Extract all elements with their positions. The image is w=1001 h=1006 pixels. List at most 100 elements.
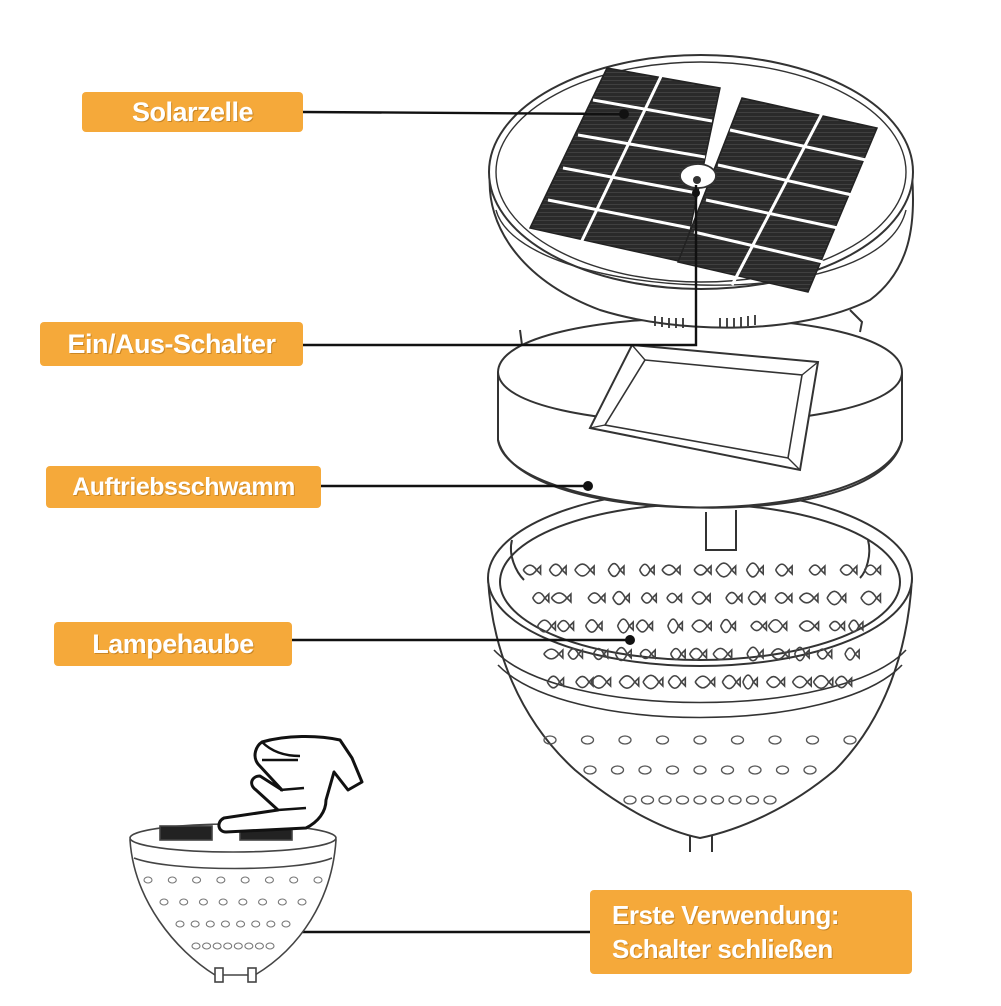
hood-hole bbox=[839, 564, 858, 576]
hood-hole bbox=[693, 795, 707, 805]
hood-hole bbox=[793, 646, 810, 662]
lamp-hole bbox=[238, 898, 248, 906]
hood-hole bbox=[550, 592, 572, 604]
hood-hole bbox=[614, 646, 632, 662]
lamp-hole bbox=[220, 920, 230, 928]
hood-hole bbox=[834, 675, 853, 689]
hood-hole bbox=[584, 619, 603, 633]
hood-hole bbox=[765, 675, 786, 689]
label-first-use: Erste Verwendung: Schalter schließen bbox=[590, 890, 912, 974]
hood-hole bbox=[665, 765, 680, 775]
hood-hole bbox=[522, 564, 542, 576]
lamp-hole bbox=[233, 942, 243, 950]
hood-hole bbox=[750, 620, 768, 632]
hood-hole bbox=[658, 795, 672, 805]
hood-hole bbox=[675, 795, 690, 805]
lamp-hole bbox=[244, 942, 254, 950]
hood-hole bbox=[798, 620, 820, 632]
hood-hole bbox=[548, 563, 567, 577]
hood-hole bbox=[747, 590, 766, 606]
hood-hole bbox=[798, 592, 819, 604]
hood-hole bbox=[730, 735, 745, 745]
hood-holes bbox=[522, 562, 882, 690]
first-use-line1: Erste Verwendung: bbox=[612, 900, 840, 930]
hood-hole bbox=[667, 674, 687, 690]
first-use-line2: Schalter schließen bbox=[612, 934, 833, 964]
hood-hole bbox=[639, 648, 656, 660]
lamp-hole bbox=[179, 898, 189, 906]
lamp-hole bbox=[218, 898, 228, 906]
lamp-hole bbox=[289, 876, 299, 884]
hood-hole bbox=[580, 735, 595, 745]
hood-hole bbox=[803, 765, 817, 775]
hood-hole bbox=[763, 795, 777, 805]
hood-hole bbox=[575, 675, 594, 689]
hood-hole bbox=[618, 735, 632, 745]
hand-pointing-icon bbox=[217, 734, 364, 834]
lamp-hole bbox=[202, 942, 212, 950]
hood-hole bbox=[694, 675, 716, 689]
hood-hole bbox=[745, 795, 760, 805]
hood-hole bbox=[812, 674, 834, 690]
hood-hole bbox=[642, 674, 664, 690]
lamp-hole bbox=[265, 942, 275, 950]
hood-hole bbox=[583, 765, 597, 775]
lamp-hole bbox=[205, 920, 215, 928]
hood-hole bbox=[775, 765, 790, 775]
hood-hole bbox=[843, 735, 857, 745]
lamp-hole bbox=[175, 920, 185, 928]
hood-hole bbox=[669, 647, 686, 661]
hood-hole bbox=[667, 618, 684, 634]
switch-icon bbox=[679, 163, 717, 189]
lamp-hole bbox=[143, 876, 153, 884]
lamp-hole bbox=[198, 898, 208, 906]
hood-hole bbox=[590, 675, 612, 689]
hood-hole bbox=[774, 563, 793, 577]
label-solar-cell: Solarzelle bbox=[82, 92, 303, 132]
hood-hole bbox=[616, 618, 634, 634]
label-lamp-hood: Lampehaube bbox=[54, 622, 292, 666]
hood-hole bbox=[693, 564, 712, 576]
hood-hole bbox=[638, 563, 655, 577]
lamp-hole bbox=[167, 876, 177, 884]
lamp-hole bbox=[281, 920, 291, 928]
hood-hole bbox=[745, 562, 765, 578]
label-buoyancy-sponge: Auftriebsschwamm bbox=[46, 466, 321, 508]
hood-hole bbox=[774, 592, 793, 604]
hood-hole bbox=[546, 675, 565, 689]
hood-hole bbox=[691, 591, 711, 605]
hood-hole bbox=[816, 648, 833, 660]
lamp-hole bbox=[313, 876, 323, 884]
hood-hole bbox=[666, 592, 683, 604]
buoyancy-sponge-drawing bbox=[496, 309, 904, 509]
hood-hole bbox=[770, 648, 790, 660]
lamp-hole bbox=[277, 898, 287, 906]
hood-hole bbox=[592, 647, 609, 661]
hood-hole bbox=[640, 795, 655, 805]
lamp-hood-drawing bbox=[487, 489, 913, 852]
label-on-off-switch: Ein/Aus-Schalter bbox=[40, 322, 303, 366]
hood-hole bbox=[693, 735, 707, 745]
hood-hole bbox=[767, 618, 788, 634]
lamp-hole bbox=[216, 876, 226, 884]
hood-lower-holes bbox=[543, 735, 857, 805]
lamp-hole bbox=[190, 920, 200, 928]
leader-dots bbox=[228, 109, 700, 846]
hood-hole bbox=[863, 564, 882, 576]
hood-hole bbox=[844, 647, 860, 661]
hood-hole bbox=[655, 735, 670, 745]
hood-hole bbox=[607, 562, 625, 578]
hood-hole bbox=[640, 592, 658, 604]
lamp-hole bbox=[264, 876, 274, 884]
lamp-hole bbox=[258, 898, 268, 906]
hood-hole bbox=[748, 765, 762, 775]
hood-hole bbox=[725, 591, 743, 605]
hood-hole bbox=[808, 564, 826, 576]
hood-hole bbox=[661, 564, 681, 576]
hood-hole bbox=[693, 765, 707, 775]
lamp-hole bbox=[240, 876, 250, 884]
hood-hole bbox=[710, 795, 725, 805]
lamp-hole bbox=[254, 942, 264, 950]
